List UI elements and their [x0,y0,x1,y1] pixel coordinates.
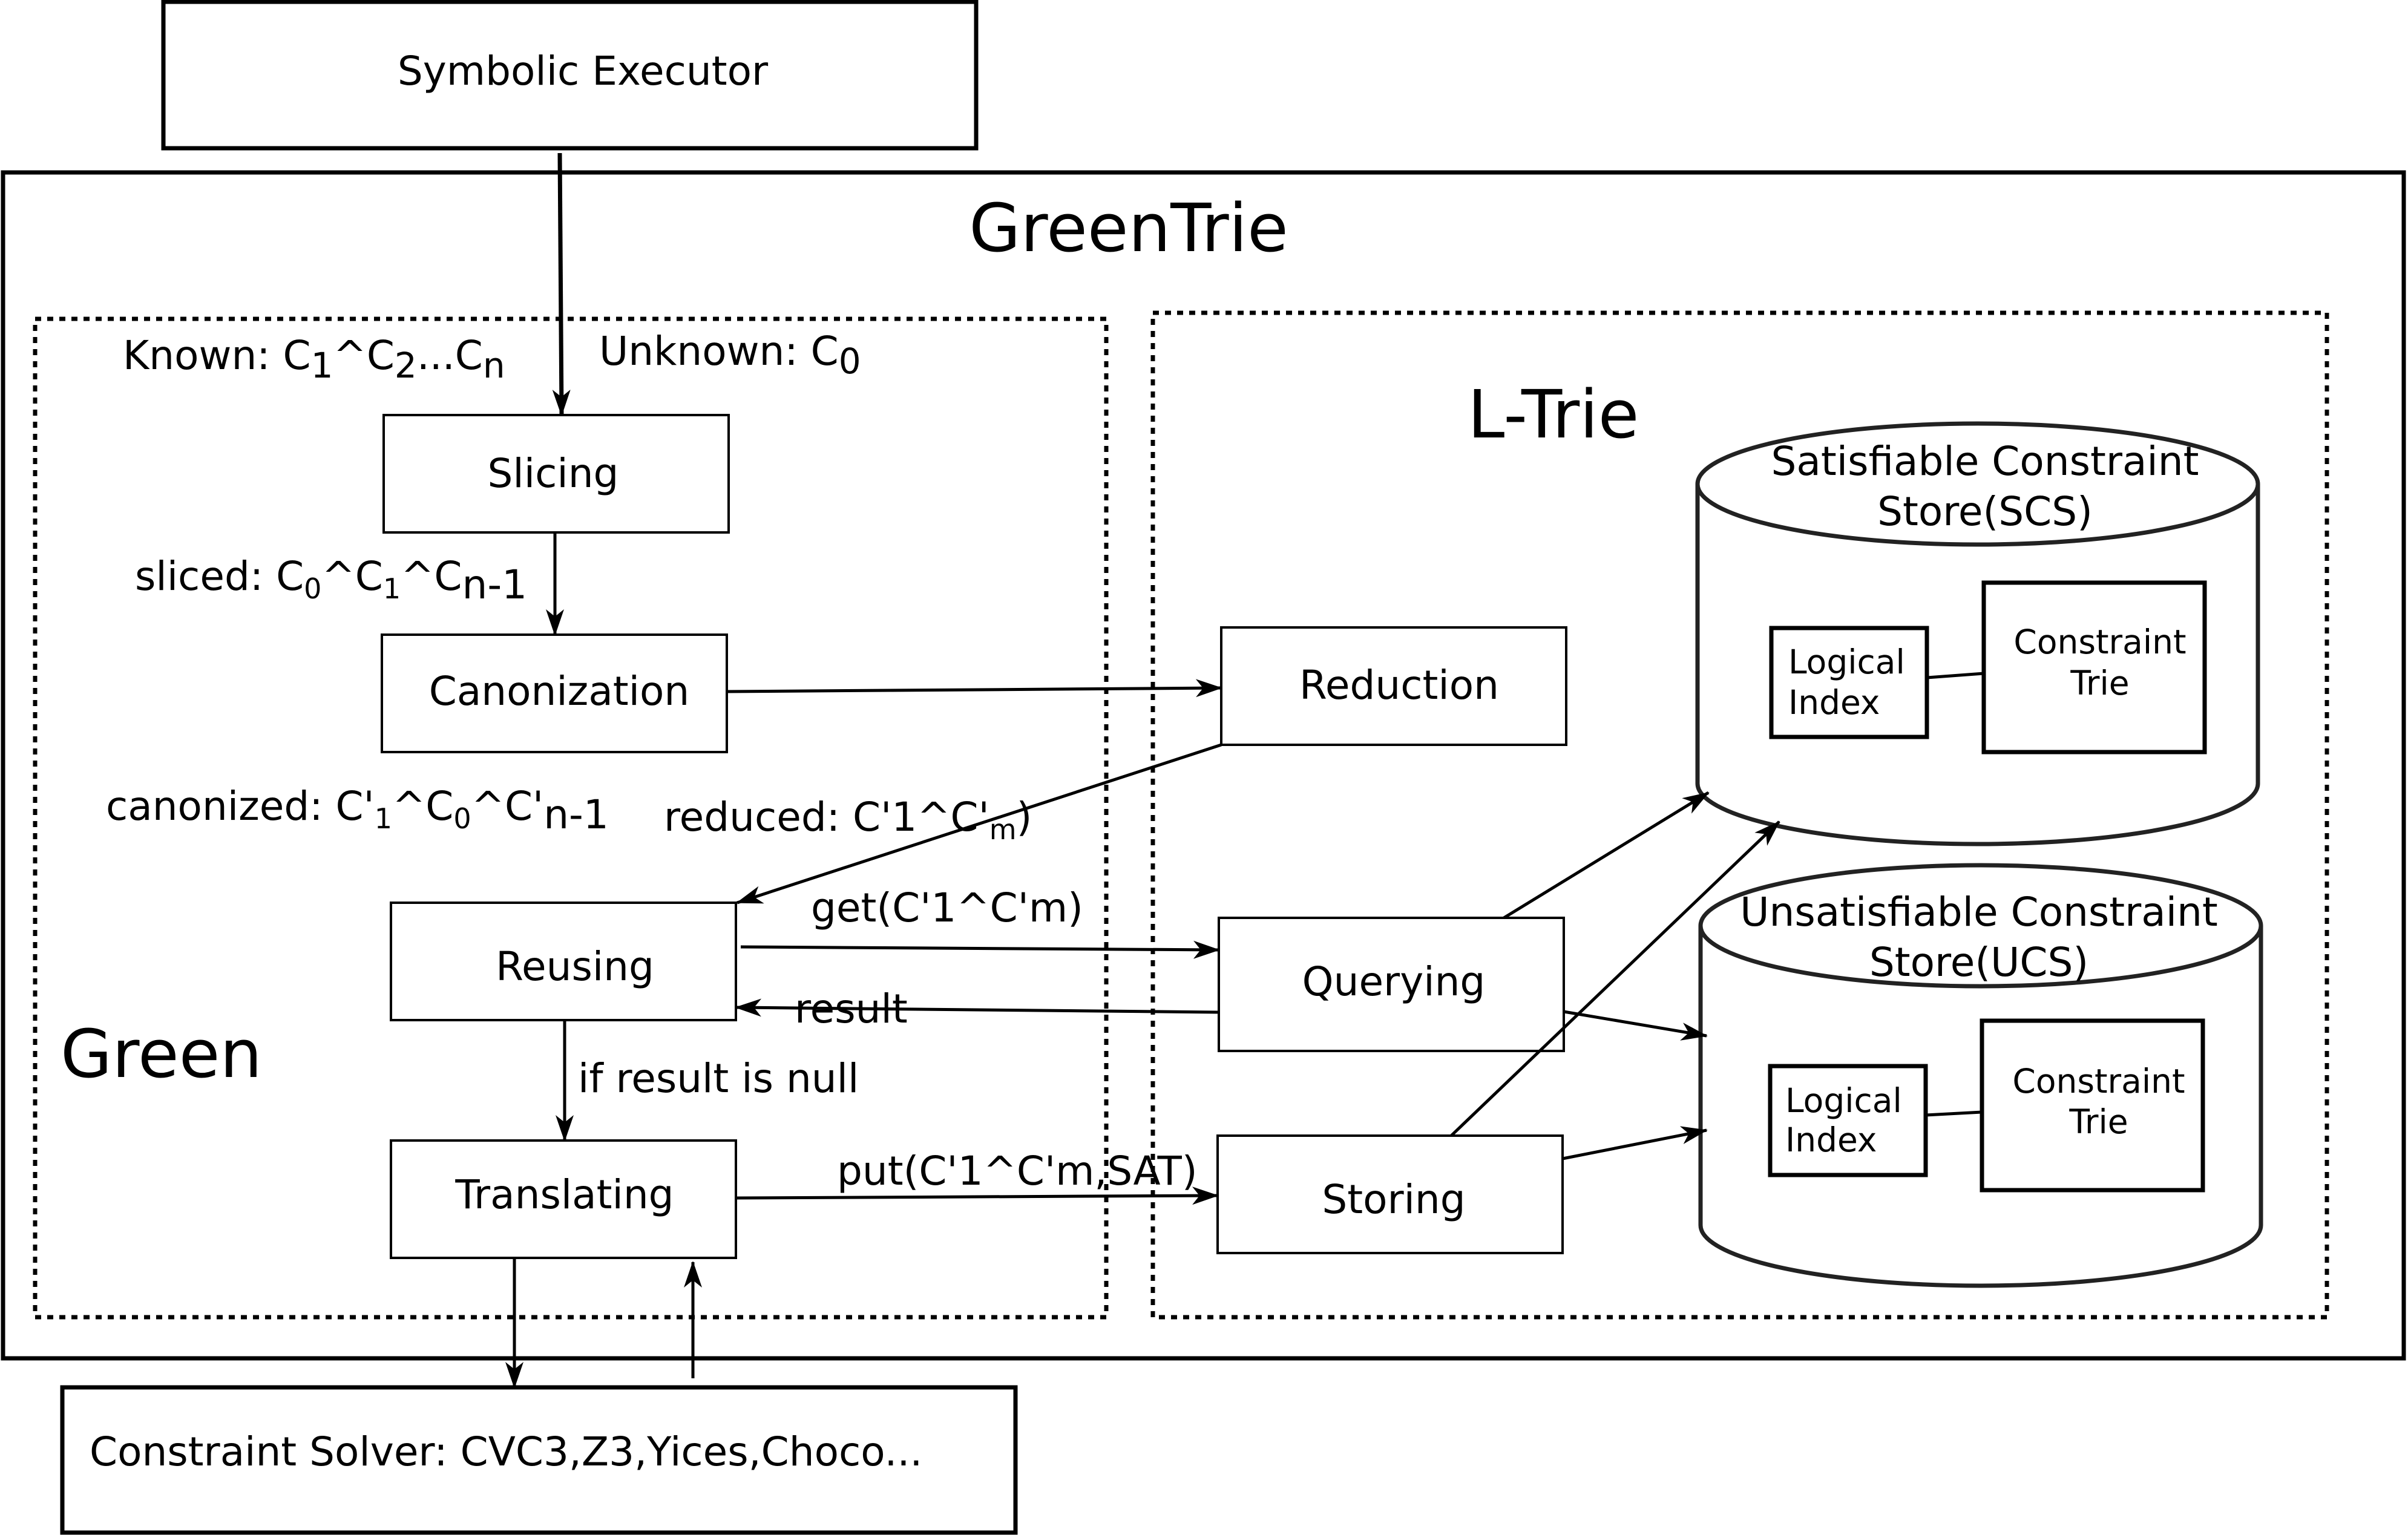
greentrie-container [1,170,2406,1361]
querying-to-reusing-arrow [735,998,1218,1017]
translating-label: Translating [454,1171,674,1218]
canonized-label: canonized: C'1^C0^C'n-1 [106,783,609,838]
scs-title-line2: Store(SCS) [1877,488,2093,535]
scs-constraint-trie-line2: Trie [2070,664,2129,702]
scs-logical-index-line2: Index [1788,683,1880,722]
ucs-cylinder: Unsatisfiable Constraint Store(UCS) Logi… [1698,863,2263,1288]
scs-logical-index-box [1769,626,1929,739]
reduction-box: Reduction [1220,626,1567,746]
querying-label: Querying [1302,958,1486,1005]
ucs-logical-index-line1: Logical [1785,1081,1902,1120]
querying-box: Querying [1218,917,1565,1052]
canonization-to-reduction-arrow [726,679,1222,698]
green-region [33,316,1109,1320]
ucs-constraint-trie-line2: Trie [2068,1102,2128,1141]
known-label: Known: C1^C2...Cn [123,332,505,386]
slicing-label: Slicing [488,450,619,497]
green-title: Green [61,1015,262,1093]
ucs-constraint-trie-line1: Constraint [2012,1062,2185,1101]
translating-box: Translating [390,1139,737,1259]
get-label: get(C'1^C'm) [811,885,1083,931]
executor-to-slicing-arrow [552,152,571,416]
ucs-title-line2: Store(UCS) [1869,939,2088,986]
ucs-constraint-trie-box [1980,1018,2205,1193]
symbolic-executor-label: Symbolic Executor [398,48,769,94]
storing-box: Storing [1216,1134,1564,1254]
scs-constraint-trie-line1: Constraint [2013,623,2186,661]
ucs-logical-index-line2: Index [1785,1121,1877,1159]
ucs-title-line1: Unsatisfiable Constraint [1740,889,2218,935]
sliced-label: sliced: C0^C1^Cn-1 [135,553,527,608]
reduction-to-reusing-arrow [736,743,1222,905]
symbolic-executor-box: Symbolic Executor [161,0,979,151]
put-label: put(C'1^C'm,SAT) [837,1148,1198,1194]
reduction-label: Reduction [1299,662,1499,709]
ucs-logical-index-box [1768,1064,1928,1177]
scs-constraint-trie-box [1981,580,2207,754]
slicing-box: Slicing [382,414,730,534]
scs-index-trie-link [1926,672,1984,679]
if-null-label: if result is null [578,1055,859,1102]
canonization-label: Canonization [429,668,689,715]
ltrie-title: L-Trie [1468,376,1639,453]
scs-title-line1: Satisfiable Constraint [1771,438,2199,485]
storing-to-ucs-arrow [1562,1126,1708,1160]
reusing-to-querying-arrow [740,940,1220,959]
ucs-index-trie-link [1925,1110,1983,1117]
constraint-solver-label: Constraint Solver: CVC3,Z3,Yices,Choco..… [90,1429,922,1475]
constraint-solver-box: Constraint Solver: CVC3,Z3,Yices,Choco..… [60,1385,1018,1535]
ltrie-region [1150,310,2329,1320]
reusing-label: Reusing [496,943,654,990]
scs-logical-index-line1: Logical [1788,643,1905,681]
scs-cylinder: Satisfiable Constraint Store(SCS) Logica… [1695,421,2260,846]
canonization-box: Canonization [381,633,728,753]
storing-to-scs-arrow [1450,820,1780,1137]
querying-to-ucs-arrow [1563,1010,1708,1041]
querying-to-scs-arrow [1503,791,1710,920]
reusing-box: Reusing [390,902,737,1021]
greentrie-title: GreenTrie [969,189,1288,267]
unknown-label: Unknown: C0 [599,328,861,382]
storing-label: Storing [1322,1176,1465,1223]
reduced-label: reduced: C'1^C'm) [664,794,1032,846]
translating-to-storing-arrow [735,1186,1219,1205]
